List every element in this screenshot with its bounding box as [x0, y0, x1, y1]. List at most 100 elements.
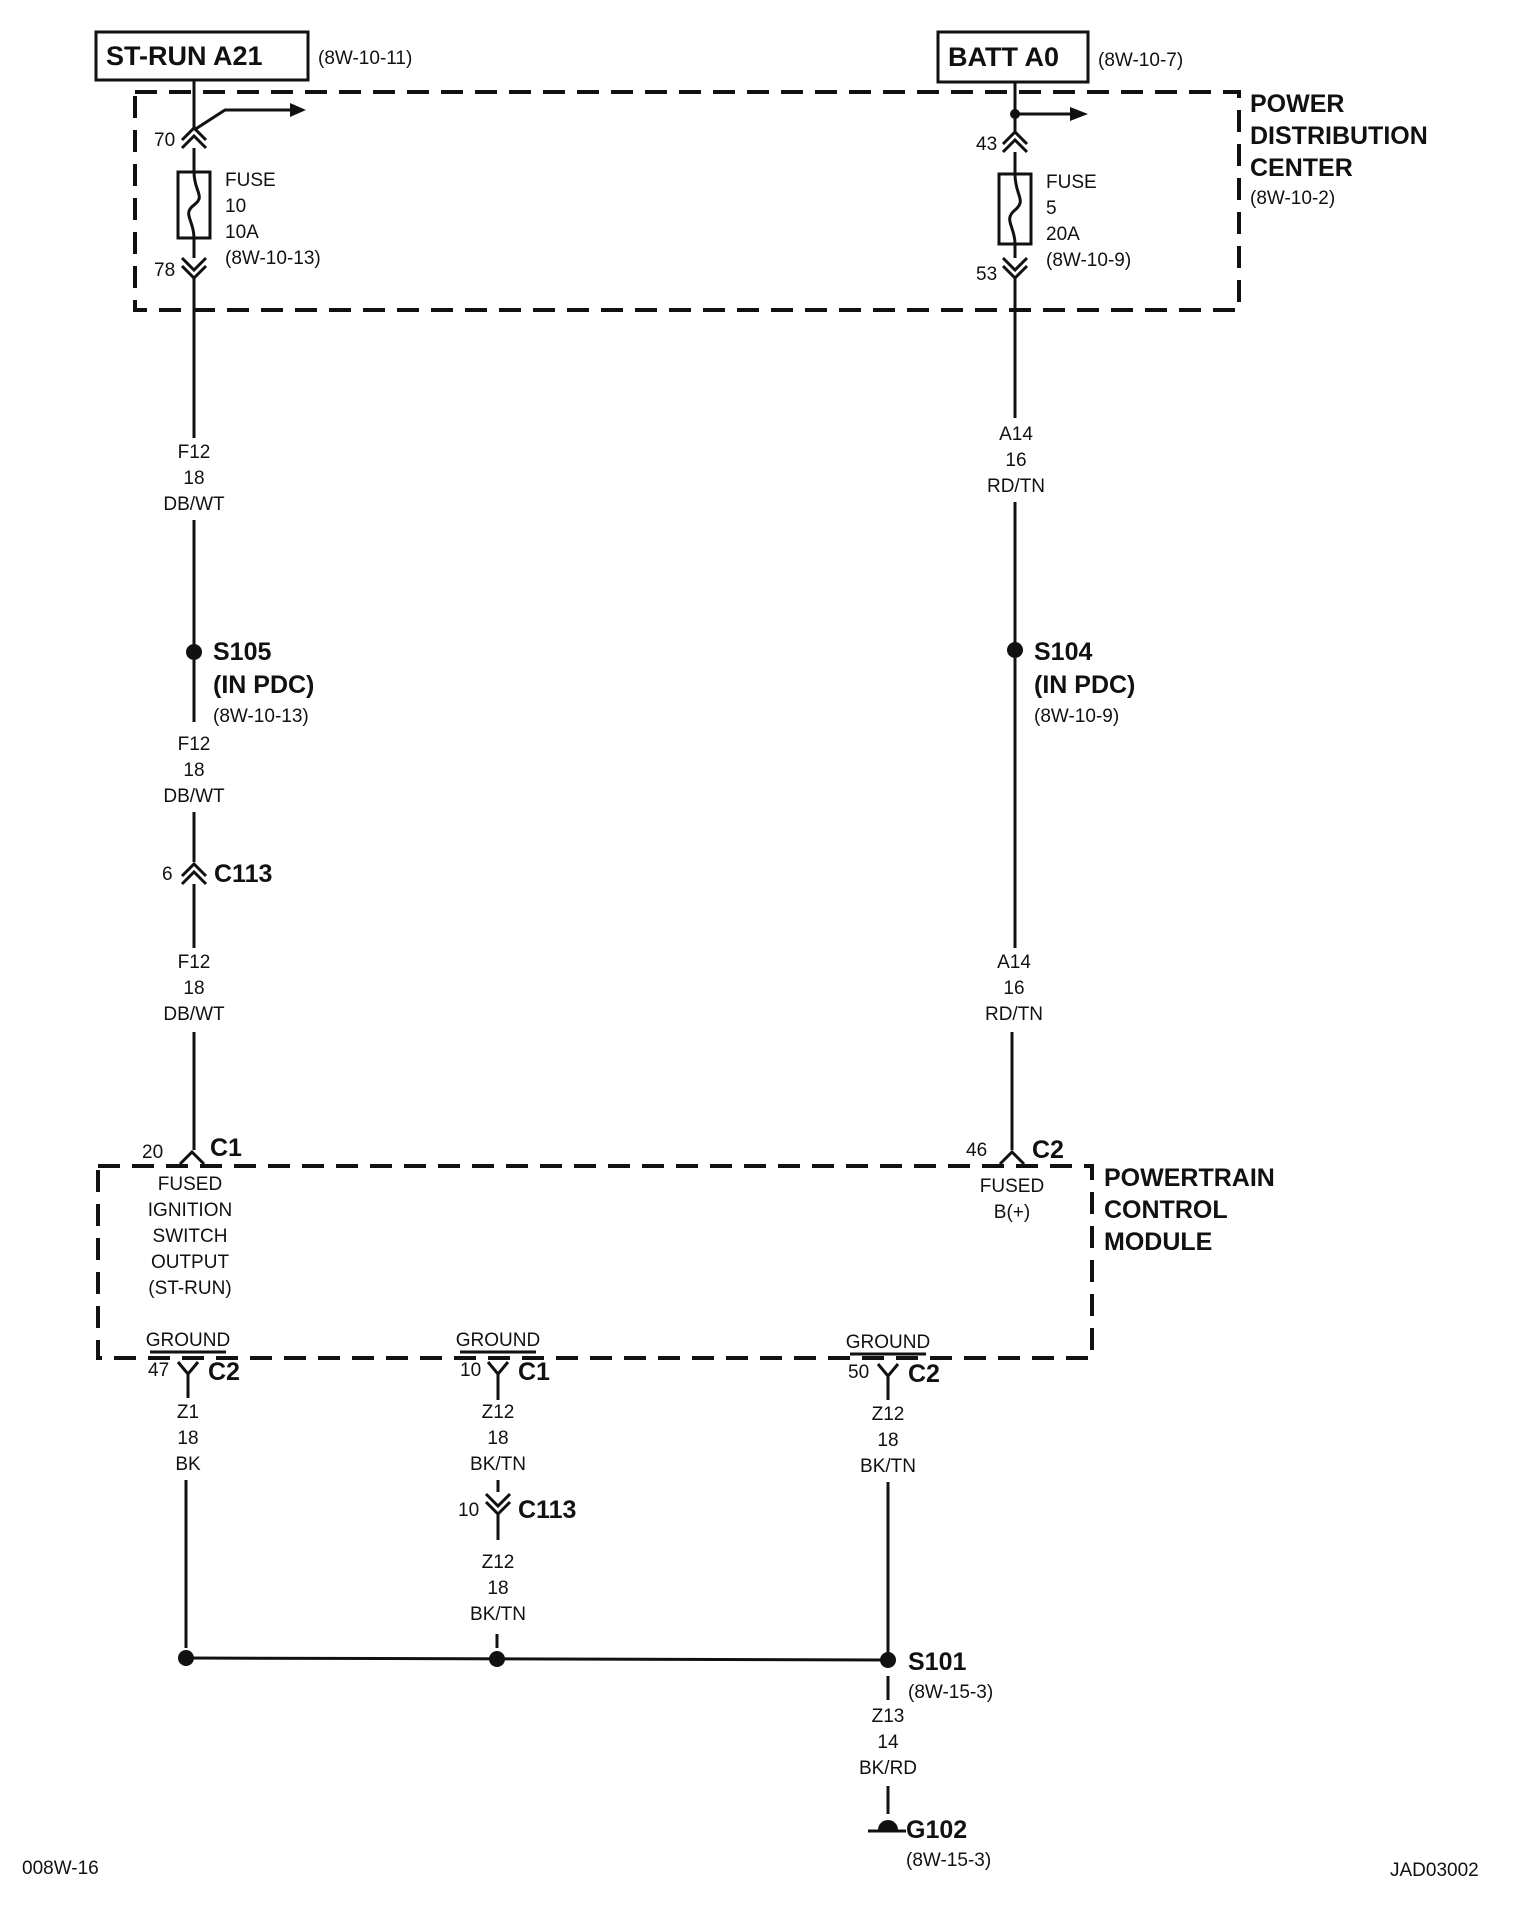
pdc-title-line-2: DISTRIBUTION [1250, 122, 1428, 150]
pcm-boundary [96, 1164, 1094, 1360]
pcm-b-line-2: B(+) [994, 1202, 1030, 1223]
c113-top-pin: 6 [162, 864, 173, 885]
batt-source-label: BATT A0 [948, 42, 1059, 72]
wire-z12-left-low-1: Z12 [482, 1552, 515, 1573]
splice-dot [178, 1650, 194, 1666]
splice-s105-ref: (8W-10-13) [213, 706, 309, 727]
feed-arrow-icon [1070, 107, 1088, 121]
ground-g102-label: G102 [906, 1816, 967, 1844]
footer-right-code: JAD03002 [1390, 1860, 1479, 1881]
wire-f12-bot-2: 18 [183, 978, 204, 999]
c113-top-label: C113 [214, 860, 272, 888]
wire-f12-bot-1: F12 [178, 952, 211, 973]
fuse10-label-3: 10A [225, 222, 259, 243]
wire-a14-top-3: RD/TN [987, 476, 1045, 497]
wire-f12-mid-3: DB/WT [163, 786, 225, 807]
gnd1-func: GROUND [146, 1330, 230, 1351]
wire-f12-mid-1: F12 [178, 734, 211, 755]
fuse5-label-1: FUSE [1046, 172, 1097, 193]
c113-bot-pin: 10 [458, 1500, 479, 1521]
wire-z12-left-3: BK/TN [470, 1454, 526, 1475]
splice-s104-ref: (8W-10-9) [1034, 706, 1119, 727]
connector-fork-icon [486, 1361, 510, 1377]
wire-a14-bot-2: 16 [1003, 978, 1024, 999]
fuse10-pin-out: 78 [154, 260, 175, 281]
wire-f12-top-3: DB/WT [163, 494, 225, 515]
gnd3-func: GROUND [846, 1332, 930, 1353]
wire-a14-top-1: A14 [999, 424, 1033, 445]
splice-s101-dot [880, 1652, 896, 1668]
pcm-c2-label: C2 [1032, 1136, 1064, 1164]
batt-source-box [936, 30, 1090, 84]
connector-chevron-icon [1001, 129, 1029, 146]
connector-chevron-icon [484, 1492, 512, 1509]
batt-source-ref: (8W-10-7) [1098, 50, 1183, 71]
splice-s101-ref: (8W-15-3) [908, 1682, 993, 1703]
fuse5-label-4: (8W-10-9) [1046, 250, 1131, 271]
gnd3-label: C2 [908, 1360, 940, 1388]
st-run-source-ref: (8W-10-11) [318, 48, 412, 69]
ground-icon [868, 1820, 906, 1833]
feed-arrow-icon [290, 103, 306, 117]
pcm-ign-line-3: SWITCH [153, 1226, 228, 1247]
wire-f12-top-1: F12 [178, 442, 211, 463]
wire-z13-3: BK/RD [859, 1758, 917, 1779]
pcm-title-line-2: CONTROL [1104, 1196, 1228, 1224]
fuse10-pin-in: 70 [154, 130, 175, 151]
wire-z12-left-low-2: 18 [487, 1578, 508, 1599]
pcm-ign-line-5: (ST-RUN) [148, 1278, 231, 1299]
wire-f12-mid-2: 18 [183, 760, 204, 781]
splice-s104-dot [1007, 642, 1023, 658]
fuse5-pin-out: 53 [976, 264, 997, 285]
pcm-ign-line-1: FUSED [158, 1174, 222, 1195]
fuse10-label-4: (8W-10-13) [225, 248, 321, 269]
st-run-source-box [94, 30, 310, 82]
wire-z13-2: 14 [877, 1732, 899, 1753]
pcm-ign-line-2: IGNITION [148, 1200, 232, 1221]
pcm-title-line-3: MODULE [1104, 1228, 1212, 1256]
pcm-c1-label: C1 [210, 1134, 242, 1162]
wire-z1-1: Z1 [177, 1402, 199, 1423]
fuse5-label-3: 20A [1046, 224, 1080, 245]
pcm-ign-line-4: OUTPUT [151, 1252, 230, 1273]
fuse5-label-2: 5 [1046, 198, 1057, 219]
wire-f12-bot-3: DB/WT [163, 1004, 225, 1025]
connector-fork-icon [876, 1363, 900, 1379]
splice-s104-sub: (IN PDC) [1034, 671, 1135, 699]
connector-chevron-icon [998, 1149, 1026, 1166]
wire-z12-right-2: 18 [877, 1430, 898, 1451]
connector-chevron-icon [178, 1149, 206, 1166]
pcm-c2-pin: 46 [966, 1140, 987, 1161]
ground-g102-ref: (8W-15-3) [906, 1850, 991, 1871]
wire-z12-right-1: Z12 [872, 1404, 905, 1425]
pdc-title-line-3: CENTER [1250, 154, 1353, 182]
wire-z1-2: 18 [177, 1428, 198, 1449]
wire-a14-top-2: 16 [1005, 450, 1026, 471]
gnd1-pin: 47 [148, 1360, 169, 1381]
gnd2-pin: 10 [460, 1360, 481, 1381]
wire-z12-left-2: 18 [487, 1428, 508, 1449]
fuse5-pin-in: 43 [976, 134, 997, 155]
gnd2-label: C1 [518, 1358, 550, 1386]
connector-chevron-icon [180, 861, 208, 878]
splice-s105-dot [186, 644, 202, 660]
wire-z12-left-1: Z12 [482, 1402, 515, 1423]
gnd1-label: C2 [208, 1358, 240, 1386]
connector-chevron-icon [180, 256, 208, 273]
splice-s105-sub: (IN PDC) [213, 671, 314, 699]
splice-s105-label: S105 [213, 638, 271, 666]
pcm-b-line-1: FUSED [980, 1176, 1044, 1197]
splice-s101-label: S101 [908, 1648, 966, 1676]
footer-left-code: 008W-16 [22, 1858, 99, 1879]
fuse10-label-1: FUSE [225, 170, 276, 191]
st-run-source-label: ST-RUN A21 [106, 41, 263, 71]
connector-chevron-icon [180, 133, 208, 150]
wire-z12-right-3: BK/TN [860, 1456, 916, 1477]
pcm-title-line-1: POWERTRAIN [1104, 1164, 1275, 1192]
wire-f12-top-2: 18 [183, 468, 204, 489]
wire-a14-bot-3: RD/TN [985, 1004, 1043, 1025]
wire-a14-bot-1: A14 [997, 952, 1031, 973]
wire-z1-3: BK [175, 1454, 201, 1475]
pdc-ref: (8W-10-2) [1250, 188, 1335, 209]
